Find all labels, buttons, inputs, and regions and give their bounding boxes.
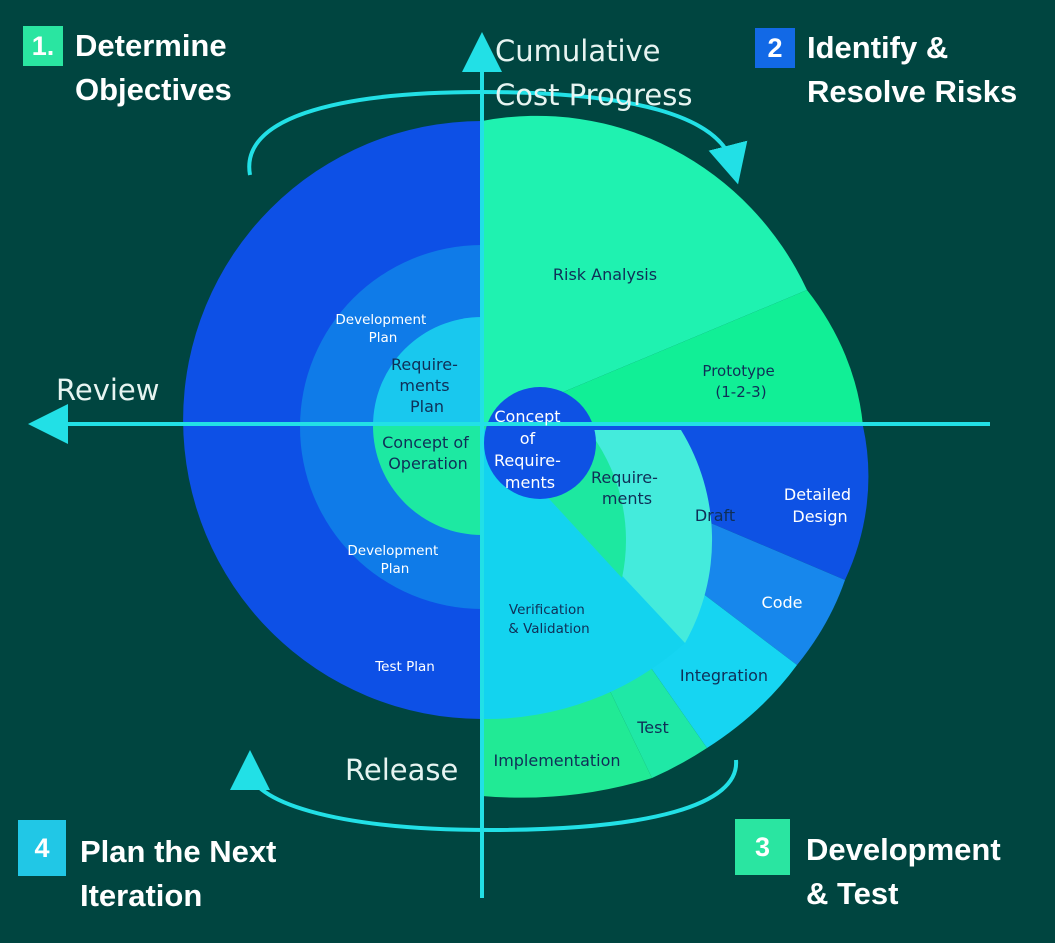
quadrant-1-title-line: Objectives xyxy=(75,72,232,107)
cumulative-cost-label: Cumulative Cost Progress xyxy=(495,34,692,112)
quadrant-2-title-line: Identify & xyxy=(807,30,949,65)
integration-label: Integration xyxy=(680,666,768,685)
prototype-label: Prototype (1-2-3) xyxy=(702,362,779,401)
quadrant-2-title-line: Resolve Risks xyxy=(807,74,1018,109)
concept-of-requirements-label: Concept of Require- ments xyxy=(494,407,566,492)
quadrant-4-title: Plan the Next Iteration xyxy=(80,830,276,918)
risk-analysis-label: Risk Analysis xyxy=(553,265,657,284)
implementation-label: Implementation xyxy=(493,751,620,770)
quadrant-3-title-line: & Test xyxy=(806,876,899,911)
requirements-plan-segment xyxy=(373,317,482,426)
requirements-label: Require- ments xyxy=(591,468,663,508)
quadrant-4-badge: 4 xyxy=(18,820,66,876)
quadrant-3-title: Development & Test xyxy=(806,828,1001,916)
quadrant-3-title-line: Development xyxy=(806,832,1001,867)
quadrant-4-title-line: Plan the Next xyxy=(80,834,277,869)
development-plan-bottom-label: Development Plan xyxy=(347,543,442,577)
concept-of-operation-label: Concept of Operation xyxy=(382,433,474,473)
quadrant-3-badge: 3 xyxy=(735,819,790,875)
release-label: Release xyxy=(345,753,458,787)
quadrant-2-badge: 2 xyxy=(755,28,795,68)
verification-validation-segment xyxy=(482,426,685,720)
draft-label: Draft xyxy=(695,506,735,525)
concept-of-requirements-circle xyxy=(484,387,596,499)
quadrant-1-title-line: Determine xyxy=(75,28,227,63)
quadrant-1-title: Determine Objectives xyxy=(75,24,232,112)
requirements-plan-label: Require- ments Plan xyxy=(391,355,463,416)
risk-analysis-segment xyxy=(482,115,807,426)
prototype-segment xyxy=(482,290,863,426)
test-label: Test xyxy=(636,718,669,737)
quadrant-4-title-line: Iteration xyxy=(80,878,203,913)
quadrant-2-title: Identify & Resolve Risks xyxy=(807,26,1017,114)
review-label: Review xyxy=(56,373,159,407)
detailed-design-label: Detailed Design xyxy=(784,485,856,526)
concept-of-operation-segment xyxy=(373,426,482,535)
code-label: Code xyxy=(762,593,803,612)
bottom-cycle-arrow xyxy=(230,750,739,833)
development-plan-top-label: Development Plan xyxy=(335,312,430,346)
quadrant-1-badge: 1. xyxy=(23,26,63,66)
verification-validation-label: Verification & Validation xyxy=(508,602,589,637)
test-plan-label: Test Plan xyxy=(374,659,435,675)
